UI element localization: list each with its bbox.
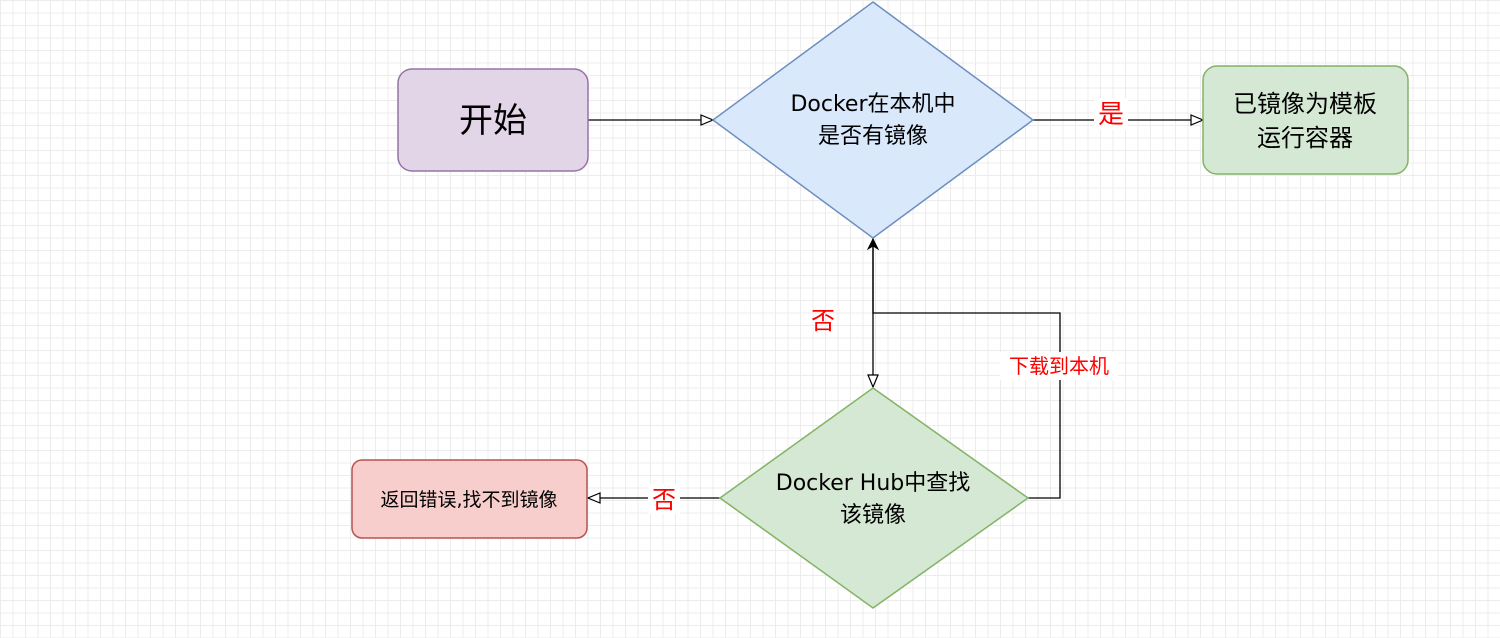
edge-labels: 是 否 下载到本机 否 <box>648 98 1128 514</box>
edge-hub-download-to-local <box>873 239 1061 499</box>
start-shape <box>397 68 589 172</box>
error-shape <box>351 459 588 539</box>
node-start: 开始 <box>397 68 589 172</box>
edge-label-yes: 是 <box>1098 100 1124 130</box>
hub-search-label-line2: 该镜像 <box>840 503 906 528</box>
edge-label-download: 下载到本机 <box>1009 354 1109 378</box>
error-label: 返回错误,找不到镜像 <box>380 489 557 511</box>
download-label-bg <box>1000 352 1118 380</box>
node-error: 返回错误,找不到镜像 <box>351 459 588 539</box>
run-container-label-line2: 运行容器 <box>1257 124 1353 152</box>
hub-search-diamond <box>718 387 1030 609</box>
node-hub-search: Docker Hub中查找 该镜像 <box>718 387 1030 609</box>
local-check-label-line2: 是否有镜像 <box>818 124 928 149</box>
no-hub-label-bg <box>648 484 680 514</box>
edge-label-no-local: 否 <box>811 307 835 335</box>
start-label: 开始 <box>459 101 527 141</box>
hub-search-label-line1: Docker Hub中查找 <box>776 471 970 496</box>
node-local-check: Docker在本机中 是否有镜像 <box>711 1 1035 239</box>
run-container-shape <box>1202 65 1409 175</box>
local-check-label-line1: Docker在本机中 <box>790 92 955 117</box>
node-run-container: 已镜像为模板 运行容器 <box>1202 65 1409 175</box>
yes-label-bg <box>1094 98 1128 130</box>
local-check-diamond <box>711 1 1035 239</box>
edge-label-no-hub: 否 <box>652 486 676 514</box>
run-container-label-line1: 已镜像为模板 <box>1233 90 1377 118</box>
